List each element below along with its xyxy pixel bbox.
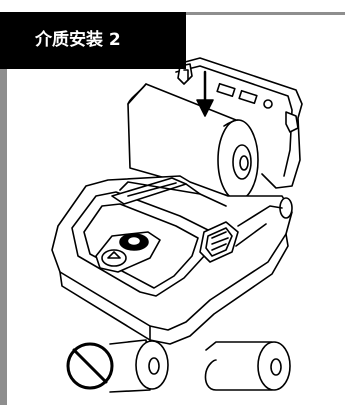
insert-arrow-icon (196, 70, 214, 117)
paper-roll (127, 83, 259, 201)
left-border-rule (0, 12, 7, 405)
printer-buttons (95, 231, 161, 273)
printer-body (51, 175, 293, 345)
section-title: 介质安装 2 (0, 12, 186, 69)
prohibited-sign-icon (66, 339, 169, 393)
paper-roll-correct-orientation-icon (204, 341, 291, 391)
